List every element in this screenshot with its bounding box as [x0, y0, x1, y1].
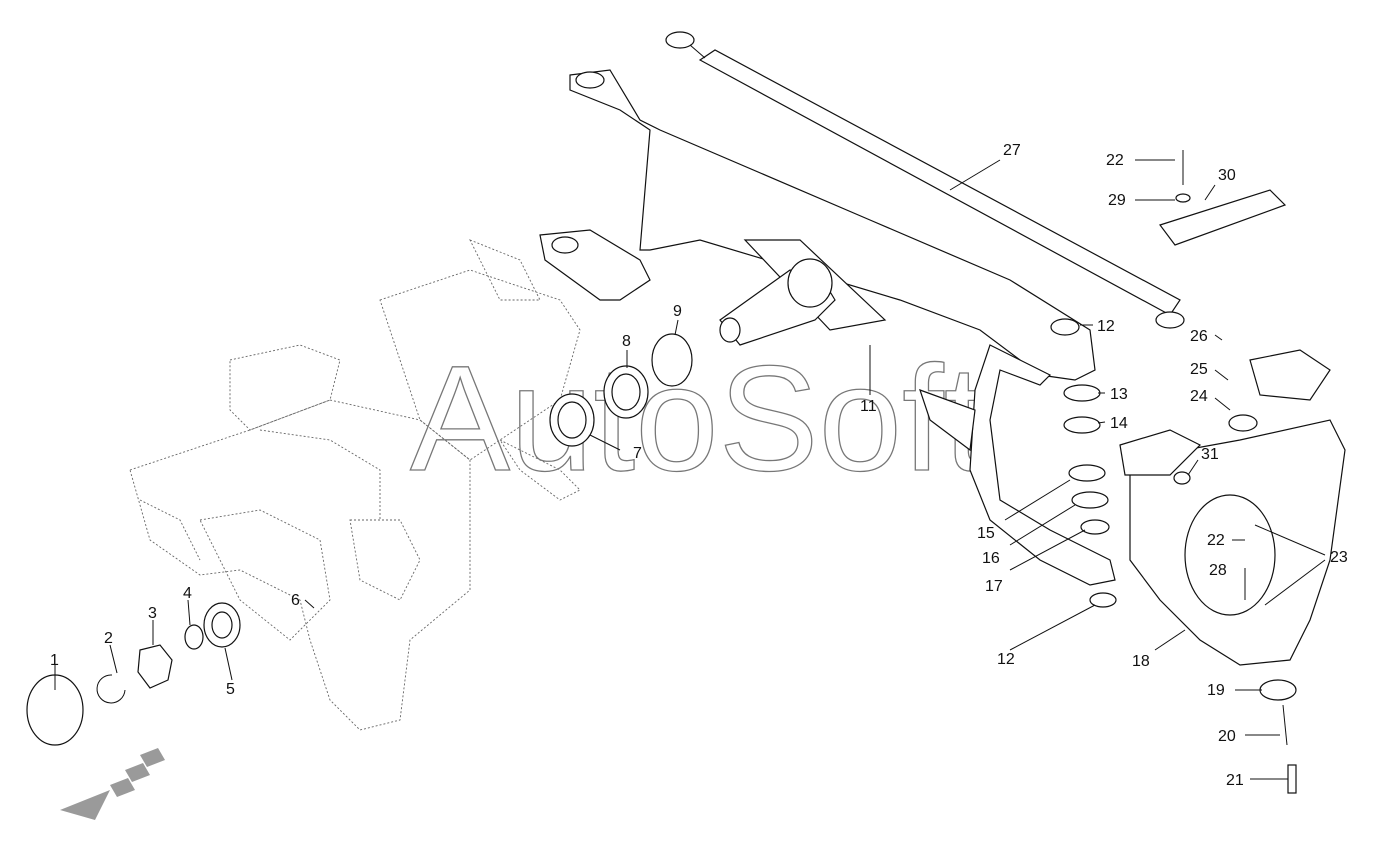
callout-20: 20 — [1218, 728, 1236, 745]
callout-16: 16 — [982, 550, 1000, 567]
callout-18: 18 — [1132, 653, 1150, 670]
callout-12-lower: 12 — [997, 651, 1015, 668]
callout-3: 3 — [148, 605, 157, 622]
callout-19: 19 — [1207, 682, 1225, 699]
watermark: AutoSoft — [410, 334, 985, 502]
callout-25: 25 — [1190, 361, 1208, 378]
callout-labels: 1 2 3 4 5 6 7 8 9 11 12 12 13 14 15 16 1… — [50, 142, 1348, 789]
spindle — [719, 258, 836, 346]
callout-30: 30 — [1218, 167, 1236, 184]
tie-rod — [665, 31, 1185, 329]
callout-27: 27 — [1003, 142, 1021, 159]
callout-13: 13 — [1110, 386, 1128, 403]
callout-15: 15 — [977, 525, 995, 542]
callout-26: 26 — [1190, 328, 1208, 345]
callout-14: 14 — [1110, 415, 1128, 432]
callout-6: 6 — [291, 592, 300, 609]
callout-31: 31 — [1201, 446, 1219, 463]
callout-1: 1 — [50, 652, 59, 669]
callout-22-upper: 22 — [1106, 152, 1124, 169]
callout-11: 11 — [860, 398, 877, 415]
callout-8: 8 — [622, 333, 631, 350]
callout-7: 7 — [633, 445, 642, 462]
steering-knuckle — [1119, 349, 1346, 666]
callout-5: 5 — [226, 681, 235, 698]
callout-12-upper: 12 — [1097, 318, 1115, 335]
direction-arrow — [60, 748, 165, 820]
axle-beam — [539, 69, 1116, 586]
callout-22-lower: 22 — [1207, 532, 1225, 549]
callout-28: 28 — [1209, 562, 1227, 579]
callout-21: 21 — [1226, 772, 1244, 789]
callout-2: 2 — [104, 630, 113, 647]
callout-29: 29 — [1108, 192, 1126, 209]
callout-24: 24 — [1190, 388, 1208, 405]
ghost-chassis — [129, 239, 581, 731]
small-parts — [26, 150, 1297, 794]
callout-17: 17 — [985, 578, 1003, 595]
callout-4: 4 — [183, 585, 192, 602]
callout-9: 9 — [673, 303, 682, 320]
callout-23: 23 — [1330, 549, 1348, 566]
leader-lines — [54, 159, 1326, 780]
